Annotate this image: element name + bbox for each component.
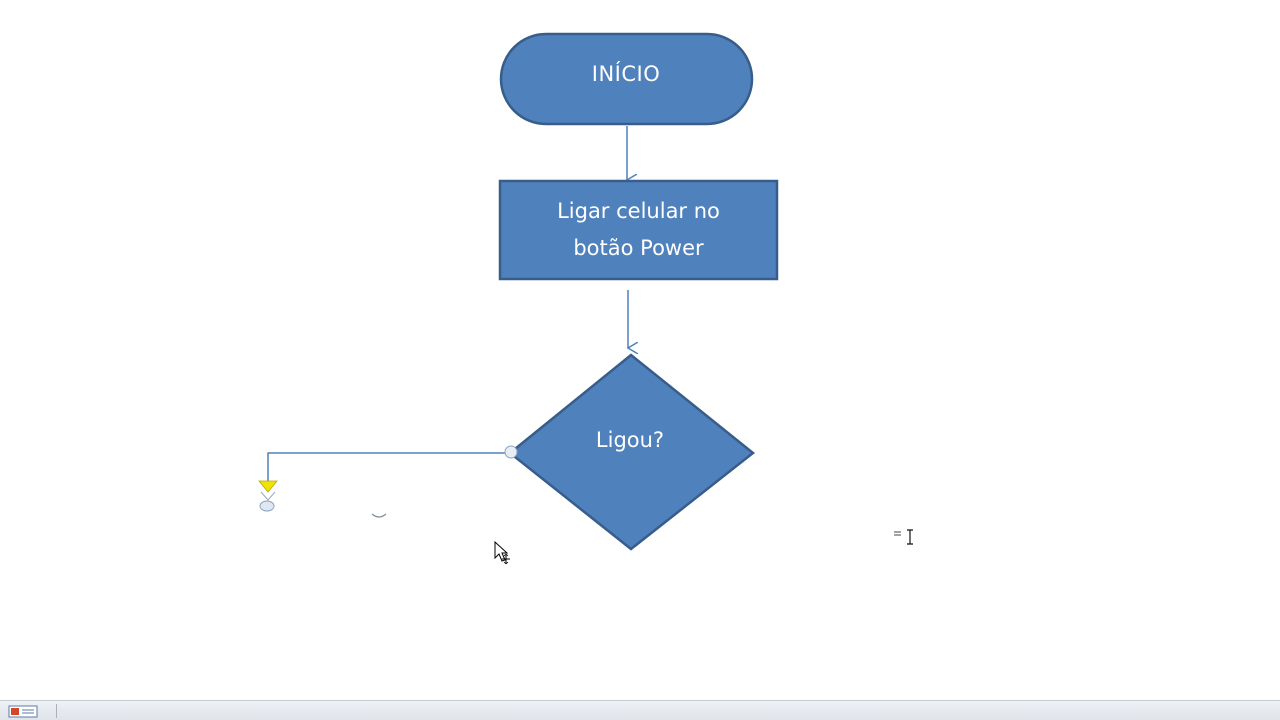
decision-shape[interactable] xyxy=(508,353,756,551)
elbow-connector[interactable] xyxy=(267,452,510,488)
start-label: INÍCIO xyxy=(591,61,661,86)
process-label-line1: Ligar celular no xyxy=(557,199,720,223)
status-bar xyxy=(0,700,1280,720)
process-label-line2: botão Power xyxy=(573,236,704,260)
connector-adjust-handle-icon[interactable] xyxy=(258,480,278,512)
presentation-app-icon[interactable] xyxy=(8,704,38,718)
rotation-hint-arc xyxy=(371,513,387,518)
drawing-canvas[interactable]: INÍCIO Ligar celular no botão Power Ligo… xyxy=(0,0,1280,700)
process-shape[interactable] xyxy=(498,179,779,281)
decision-label: Ligou? xyxy=(595,427,665,452)
connector-start-handle[interactable] xyxy=(504,445,518,459)
status-divider xyxy=(56,704,57,718)
process-label: Ligar celular no botão Power xyxy=(500,192,777,268)
move-cursor-icon xyxy=(494,540,510,565)
flowchart-diagram xyxy=(258,32,779,551)
text-ibeam-cursor-icon xyxy=(894,529,913,545)
start-terminator-shape[interactable] xyxy=(499,32,754,126)
